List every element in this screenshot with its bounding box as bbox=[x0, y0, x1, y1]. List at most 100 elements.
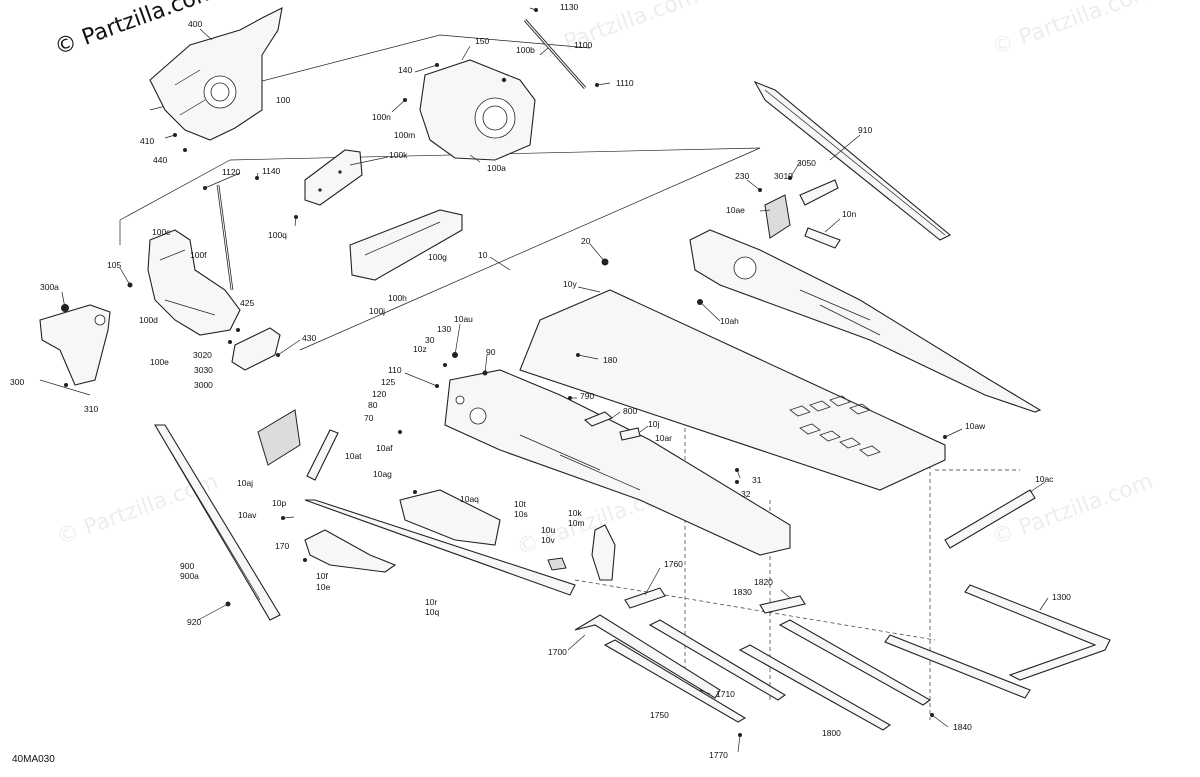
part-910-rail[interactable] bbox=[753, 80, 952, 241]
callout-1140: 1140 bbox=[262, 166, 281, 176]
part-1750-rail[interactable] bbox=[603, 639, 747, 723]
part-1710-rail[interactable] bbox=[648, 619, 787, 701]
callout-790: 790 bbox=[580, 391, 594, 401]
part-10aq-grille[interactable] bbox=[399, 489, 501, 546]
callout-10z: 10z bbox=[413, 344, 427, 354]
dash-rails bbox=[574, 579, 936, 641]
watermark-top-right: © Partzilla.com bbox=[989, 0, 1157, 61]
callout-leaders bbox=[61, 7, 1049, 753]
callout-1710: 1710 bbox=[716, 689, 735, 699]
callout-10p: 10p bbox=[272, 498, 286, 508]
part-10u-pad[interactable] bbox=[547, 557, 567, 571]
callout-10av: 10av bbox=[238, 510, 257, 520]
callout-10k: 10k bbox=[568, 508, 582, 518]
callout-105: 105 bbox=[107, 260, 121, 270]
part-1830-bracket[interactable] bbox=[759, 595, 806, 614]
callout-3000: 3000 bbox=[194, 380, 213, 390]
diagram-code: 40MA030 bbox=[12, 754, 55, 765]
part-1760-bracket[interactable] bbox=[624, 587, 666, 609]
part-10aj-grille[interactable] bbox=[257, 409, 301, 466]
callout-100: 100 bbox=[276, 95, 290, 105]
callout-1100: 1100 bbox=[574, 40, 593, 50]
callout-10: 10 bbox=[478, 250, 488, 260]
callout-100e: 100e bbox=[150, 357, 169, 367]
callout-300a: 300a bbox=[40, 282, 59, 292]
part-1800-rail[interactable] bbox=[738, 644, 892, 731]
part-1820-rail[interactable] bbox=[778, 619, 932, 706]
outline-10-diag bbox=[299, 147, 761, 351]
part-10at-bracket[interactable] bbox=[306, 429, 339, 481]
part-1100-rod[interactable] bbox=[523, 19, 587, 89]
callout-100n: 100n bbox=[372, 112, 391, 122]
part-3010-bracket[interactable] bbox=[799, 179, 839, 206]
callout-10t: 10t bbox=[514, 499, 526, 509]
callout-230: 230 bbox=[735, 171, 749, 181]
callout-100d: 100d bbox=[139, 315, 158, 325]
callout-3020: 3020 bbox=[193, 350, 212, 360]
part-1700-rail[interactable] bbox=[574, 614, 721, 699]
callout-100c: 100c bbox=[152, 227, 171, 237]
part-100g-bracket[interactable] bbox=[349, 209, 463, 281]
part-100k-plate[interactable] bbox=[304, 149, 363, 206]
callout-10ac: 10ac bbox=[1035, 474, 1054, 484]
callout-10au: 10au bbox=[454, 314, 473, 324]
callout-410: 410 bbox=[140, 136, 154, 146]
callout-170: 170 bbox=[275, 541, 289, 551]
part-300-support[interactable] bbox=[39, 304, 111, 386]
callout-900a: 900a bbox=[180, 571, 199, 581]
part-10e-bracket[interactable] bbox=[304, 529, 397, 573]
callout-10f: 10f bbox=[316, 571, 328, 581]
callout-10ah: 10ah bbox=[720, 316, 739, 326]
callout-100a: 100a bbox=[487, 163, 506, 173]
part-10ae-vent[interactable] bbox=[764, 194, 791, 239]
part-10y-tunnel-top[interactable] bbox=[519, 289, 946, 491]
callout-100h: 100h bbox=[388, 293, 407, 303]
callout-310: 310 bbox=[84, 404, 98, 414]
part-10n-bracket[interactable] bbox=[804, 227, 841, 249]
callout-10ae: 10ae bbox=[726, 205, 745, 215]
callout-10v: 10v bbox=[541, 535, 555, 545]
callout-32: 32 bbox=[741, 489, 751, 499]
callout-10r: 10r bbox=[425, 597, 437, 607]
callout-10n: 10n bbox=[842, 209, 856, 219]
part-800-plate[interactable] bbox=[619, 427, 641, 441]
part-10ac-bracket[interactable] bbox=[944, 489, 1036, 549]
part-3000-bracket[interactable] bbox=[231, 327, 281, 371]
callout-100b: 100b bbox=[516, 45, 535, 55]
callout-440: 440 bbox=[153, 155, 167, 165]
callout-10s: 10s bbox=[514, 509, 528, 519]
callout-125: 125 bbox=[381, 377, 395, 387]
callout-10ag: 10ag bbox=[373, 469, 392, 479]
part-1120-rod[interactable] bbox=[216, 184, 234, 291]
callout-1700: 1700 bbox=[548, 647, 567, 657]
callout-100k: 100k bbox=[389, 150, 408, 160]
callout-180: 180 bbox=[603, 355, 617, 365]
callout-10j: 10j bbox=[648, 419, 659, 429]
part-1300-bumper[interactable] bbox=[884, 584, 1111, 699]
callout-1300: 1300 bbox=[1052, 592, 1071, 602]
part-tunnel-left-side[interactable] bbox=[444, 369, 791, 556]
watermark-top-center: © Partzilla.com bbox=[534, 0, 702, 66]
outline-10-left bbox=[119, 159, 231, 221]
part-400-front-frame[interactable] bbox=[149, 7, 283, 141]
callout-3010: 3010 bbox=[774, 171, 793, 181]
callout-80: 80 bbox=[368, 400, 378, 410]
callout-3030: 3030 bbox=[194, 365, 213, 375]
part-10r-strip[interactable] bbox=[304, 499, 576, 596]
callout-110: 110 bbox=[388, 365, 402, 375]
callout-1840: 1840 bbox=[953, 722, 972, 732]
callout-labels: 400 1130 150 100b 1100 140 1110 100 100n… bbox=[10, 2, 1071, 760]
callout-100f: 100f bbox=[190, 250, 207, 260]
callout-10aj: 10aj bbox=[237, 478, 253, 488]
callout-31: 31 bbox=[752, 475, 762, 485]
callout-10u: 10u bbox=[541, 525, 555, 535]
callout-100g: 100g bbox=[428, 252, 447, 262]
part-tunnel-right-panel[interactable] bbox=[689, 229, 1042, 413]
part-100a-front-frame[interactable] bbox=[419, 59, 536, 161]
part-900-support[interactable] bbox=[154, 424, 281, 621]
callout-10aq: 10aq bbox=[460, 494, 479, 504]
part-100c-side-bracket[interactable] bbox=[147, 229, 241, 336]
part-10k-bracket[interactable] bbox=[591, 524, 616, 581]
callout-300: 300 bbox=[10, 377, 24, 387]
